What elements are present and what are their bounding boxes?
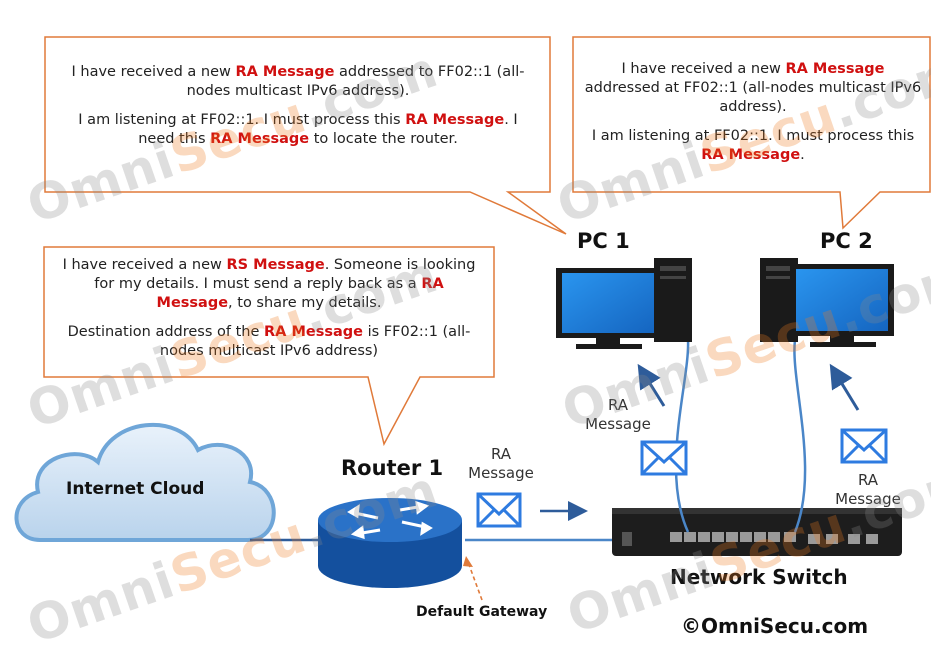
pc1-label: PC 1 xyxy=(577,229,630,253)
diagram-graphics xyxy=(14,36,931,601)
text-run: I have received a new xyxy=(71,64,236,80)
pc2-callout-bubble xyxy=(572,36,931,230)
switch-label: Network Switch xyxy=(670,565,848,589)
highlight-text: RA Message xyxy=(210,131,310,147)
ra-label-pc1: RA Message xyxy=(584,396,652,434)
highlight-text: RA Message xyxy=(264,324,363,340)
text-run: is FF02::1 (all-nodes multicast IPv6 add… xyxy=(159,324,471,359)
ra-label-line-2: Message xyxy=(468,464,534,482)
ra-label-line-2: Message xyxy=(835,490,901,508)
ra-label-line-1: RA xyxy=(857,471,879,489)
pc1-callout-para-1: I have received a new RA Message address… xyxy=(58,63,538,101)
cloud-icon xyxy=(14,422,276,542)
highlight-text: RS Message xyxy=(226,257,325,273)
pc2-callout-text: I have received a new RA Message address… xyxy=(583,60,923,165)
cable-pc1 xyxy=(674,339,690,533)
pc2-callout-para-1: I have received a new RA Message address… xyxy=(583,60,923,117)
router-icon xyxy=(318,498,462,588)
text-run: to locate the router. xyxy=(309,131,458,147)
highlight-text: RA Message xyxy=(156,276,444,311)
text-run: . I need this xyxy=(138,112,518,147)
envelope-icon xyxy=(840,428,888,464)
text-run: Destination address of the xyxy=(67,324,265,340)
pc1-tower-icon xyxy=(654,258,692,342)
cable-pc2 xyxy=(793,339,807,533)
highlight-text: RA Message xyxy=(785,61,885,77)
internet-cloud-label: Internet Cloud xyxy=(66,479,205,499)
pc1-callout-bubble xyxy=(44,36,567,235)
router-callout-para-1: I have received a new RS Message. Someon… xyxy=(54,256,484,313)
text-run: addressed at FF02::1 (all-nodes multicas… xyxy=(584,80,922,115)
text-run: I am listening at FF02::1. I must proces… xyxy=(78,112,406,128)
default-gateway-label: Default Gateway xyxy=(416,604,548,620)
switch-icon xyxy=(612,508,902,556)
pc1-monitor-icon xyxy=(556,268,660,349)
highlight-text: RA Message xyxy=(405,112,505,128)
text-run: addressed to FF02::1 (all-nodes multicas… xyxy=(186,64,525,99)
ra-label-router-switch: RA Message xyxy=(468,445,534,483)
ra-label-pc2: RA Message xyxy=(834,471,902,509)
text-run: , to share my details. xyxy=(228,295,382,311)
ra-label-line-2: Message xyxy=(585,415,651,433)
router-callout-bubble xyxy=(43,246,495,447)
text-run: I have received a new xyxy=(621,61,786,77)
arrow-to-pc1 xyxy=(637,363,666,407)
router-label: Router 1 xyxy=(341,456,444,480)
copyright-text: ©OmniSecu.com xyxy=(681,614,869,638)
highlight-text: RA Message xyxy=(701,147,801,163)
pc2-monitor-icon xyxy=(790,264,894,347)
router-callout-text: I have received a new RS Message. Someon… xyxy=(54,256,484,361)
pc1-callout-para-2: I am listening at FF02::1. I must proces… xyxy=(58,111,538,149)
text-run: I have received a new xyxy=(62,257,227,273)
ra-label-line-1: RA xyxy=(490,445,512,463)
router-callout-para-2: Destination address of the RA Message is… xyxy=(54,323,484,361)
envelope-icon xyxy=(476,492,522,528)
highlight-text: RA Message xyxy=(235,64,335,80)
pc1-callout-text: I have received a new RA Message address… xyxy=(58,63,538,149)
envelope-icon xyxy=(640,440,688,476)
arrow-to-pc2 xyxy=(829,363,860,411)
text-run: I am listening at FF02::1. I must proces… xyxy=(591,128,915,144)
text-run: . xyxy=(800,147,805,163)
pc2-callout-para-2: I am listening at FF02::1. I must proces… xyxy=(583,127,923,165)
ra-label-line-1: RA xyxy=(607,396,629,414)
pc2-label: PC 2 xyxy=(820,229,873,253)
default-gateway-arrow xyxy=(467,561,483,601)
diagram: I have received a new RA Message address… xyxy=(14,36,931,655)
text-run: . Someone is looking for my details. I m… xyxy=(94,257,476,292)
